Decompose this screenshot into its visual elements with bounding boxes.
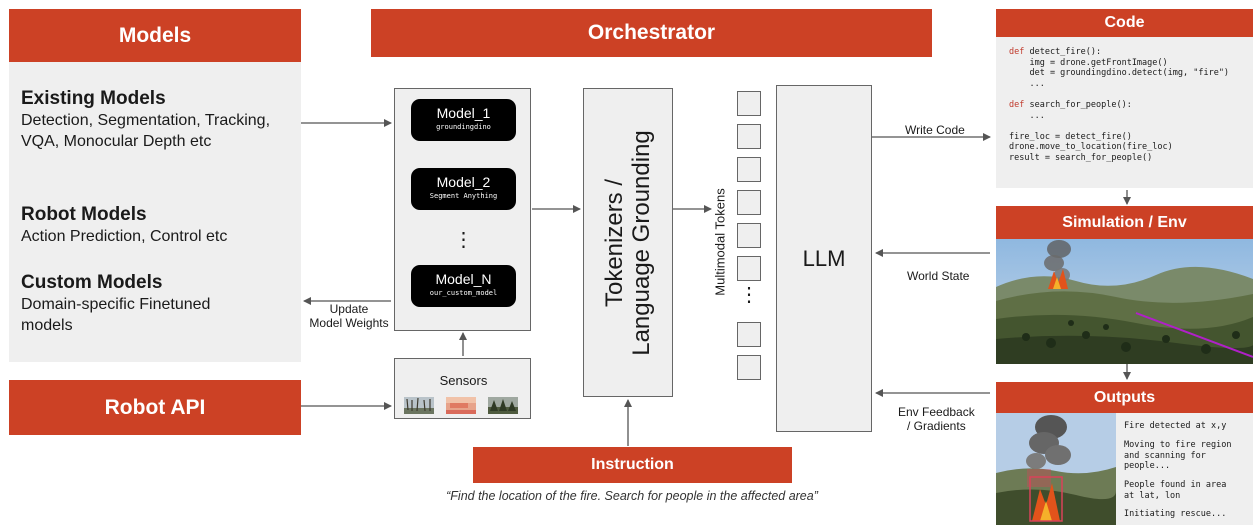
code-text: detect_fire():	[1024, 47, 1102, 57]
model-name: Model_N	[435, 271, 492, 287]
code-text: search_for_people():	[1024, 99, 1132, 110]
code-text: ...	[1009, 110, 1045, 121]
model-stack: Model_1 groundingdino Model_2 Segment An…	[394, 88, 531, 331]
model-1-button: Model_1 groundingdino	[411, 99, 516, 141]
code-text: drone.move_to_location(fire_loc)	[1009, 142, 1173, 153]
robot-api-banner: Robot API	[9, 380, 301, 435]
code-text: ...	[1009, 78, 1045, 89]
model-group-existing: Existing Models Detection, Segmentation,…	[21, 88, 291, 152]
model-group-detail: Domain-specific Finetuned models	[21, 296, 211, 334]
instruction-quote: “Find the location of the fire. Search f…	[446, 489, 818, 503]
code-line: drone.move_to_location(fire_loc)	[1009, 142, 1229, 153]
code-title: Code	[996, 9, 1253, 37]
token-cell	[737, 256, 761, 281]
code-line	[1009, 89, 1229, 100]
tokens-label: Multimodal Tokens	[712, 188, 728, 296]
token-cell	[737, 190, 761, 215]
code-line	[1009, 121, 1229, 132]
model-sub: Segment Anything	[429, 192, 498, 200]
model-sub: groundingdino	[436, 123, 491, 131]
model-group-heading: Existing Models	[21, 88, 166, 109]
code-text: img = drone.getFrontImage()	[1009, 57, 1168, 68]
code-keyword: def	[1009, 47, 1025, 57]
env-feedback-label: Env Feedback / Gradients	[898, 405, 975, 433]
model-group-detail: Detection, Segmentation, Tracking, VQA, …	[21, 112, 271, 150]
tokenizer-label: Tokenizers / Language Grounding	[601, 129, 655, 356]
model-group-heading: Robot Models	[21, 204, 147, 225]
token-cell	[737, 124, 761, 149]
model-group-custom: Custom Models Domain-specific Finetuned …	[21, 272, 261, 336]
tokenizer-box: Tokenizers / Language Grounding	[583, 88, 673, 397]
models-title: Models	[9, 9, 301, 62]
code-line: img = drone.getFrontImage()	[1009, 58, 1229, 69]
output-line: Moving to fire region and scanning for p…	[1124, 440, 1232, 471]
code-line: ...	[1009, 111, 1229, 122]
model-sub: our_custom_model	[429, 289, 498, 297]
code-line: result = search_for_people()	[1009, 153, 1229, 164]
code-text: fire_loc = detect_fire()	[1009, 131, 1132, 142]
simulation-render-image	[996, 239, 1253, 364]
sensor-image-trees	[488, 397, 518, 414]
model-ellipsis: ⋮	[453, 229, 474, 251]
output-line: Initiating rescue...	[1124, 509, 1227, 519]
output-line: Fire detected at x,y	[1124, 421, 1227, 431]
code-block: def detect_fire(): img = drone.getFrontI…	[1009, 47, 1229, 164]
write-code-label: Write Code	[905, 123, 965, 137]
model-name: Model_2	[436, 174, 491, 190]
outputs-text: Fire detected at x,y Moving to fire regi…	[1116, 413, 1253, 525]
token-cell	[737, 157, 761, 182]
code-text: result = search_for_people()	[1009, 152, 1153, 163]
sensors-box: Sensors	[394, 358, 531, 419]
code-line: ...	[1009, 79, 1229, 90]
update-weights-label: Update Model Weights	[309, 302, 389, 330]
code-panel: def detect_fire(): img = drone.getFrontI…	[996, 37, 1253, 188]
token-cell	[737, 355, 761, 380]
token-cell	[737, 91, 761, 116]
orchestrator-title: Orchestrator	[371, 9, 932, 57]
model-group-detail: Action Prediction, Control etc	[21, 228, 228, 245]
tokens-ellipsis: ⋮	[739, 284, 759, 306]
outputs-title: Outputs	[996, 382, 1253, 413]
sensors-title: Sensors	[439, 373, 488, 388]
llm-box: LLM	[776, 85, 872, 432]
code-text	[1009, 121, 1014, 131]
models-panel: Existing Models Detection, Segmentation,…	[9, 62, 301, 362]
code-keyword: def	[1009, 99, 1025, 110]
code-line: def detect_fire():	[1009, 47, 1229, 58]
code-text	[1009, 89, 1014, 99]
output-line: People found in area at lat, lon	[1124, 480, 1227, 501]
model-n-button: Model_N our_custom_model	[411, 265, 516, 307]
llm-label: LLM	[802, 246, 846, 271]
model-group-robot: Robot Models Action Prediction, Control …	[21, 204, 291, 247]
model-2-button: Model_2 Segment Anything	[411, 168, 516, 210]
outputs-detection-image	[996, 413, 1116, 525]
model-group-heading: Custom Models	[21, 272, 163, 293]
sensor-image-forest	[404, 397, 434, 414]
token-cell	[737, 322, 761, 347]
code-line: def search_for_people():	[1009, 100, 1229, 111]
sensor-image-thermal	[446, 397, 476, 414]
world-state-label: World State	[907, 269, 970, 283]
code-line: det = groundingdino.detect(img, "fire")	[1009, 68, 1229, 79]
instruction-banner: Instruction	[473, 447, 792, 483]
token-cell	[737, 223, 761, 248]
code-text: det = groundingdino.detect(img, "fire")	[1009, 68, 1230, 79]
model-name: Model_1	[436, 105, 491, 121]
code-line: fire_loc = detect_fire()	[1009, 132, 1229, 143]
simulation-title: Simulation / Env	[996, 206, 1253, 239]
